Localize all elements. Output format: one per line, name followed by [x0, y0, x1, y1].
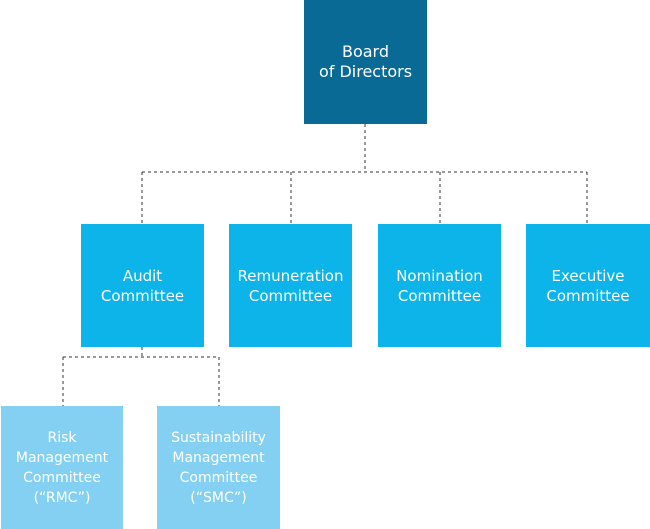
audit-committee-box: Audit Committee — [81, 224, 204, 347]
board-of-directors-label: Board of Directors — [318, 42, 413, 81]
board-of-directors-box: Board of Directors — [304, 0, 427, 124]
risk-management-committee-box: Risk Management Committee (“RMC”) — [1, 406, 123, 529]
nomination-committee-box: Nomination Committee — [378, 224, 501, 347]
sustainability-management-committee-label: Sustainability Management Committee (“SM… — [171, 429, 266, 506]
remuneration-committee-box: Remuneration Committee — [229, 224, 352, 347]
executive-committee-label: Executive Committee — [546, 266, 630, 305]
sustainability-management-committee-box: Sustainability Management Committee (“SM… — [157, 406, 280, 529]
executive-committee-box: Executive Committee — [526, 224, 650, 347]
audit-committee-label: Audit Committee — [100, 266, 185, 305]
remuneration-committee-label: Remuneration Committee — [237, 266, 344, 305]
nomination-committee-label: Nomination Committee — [396, 266, 483, 305]
risk-management-committee-label: Risk Management Committee (“RMC”) — [15, 429, 109, 506]
